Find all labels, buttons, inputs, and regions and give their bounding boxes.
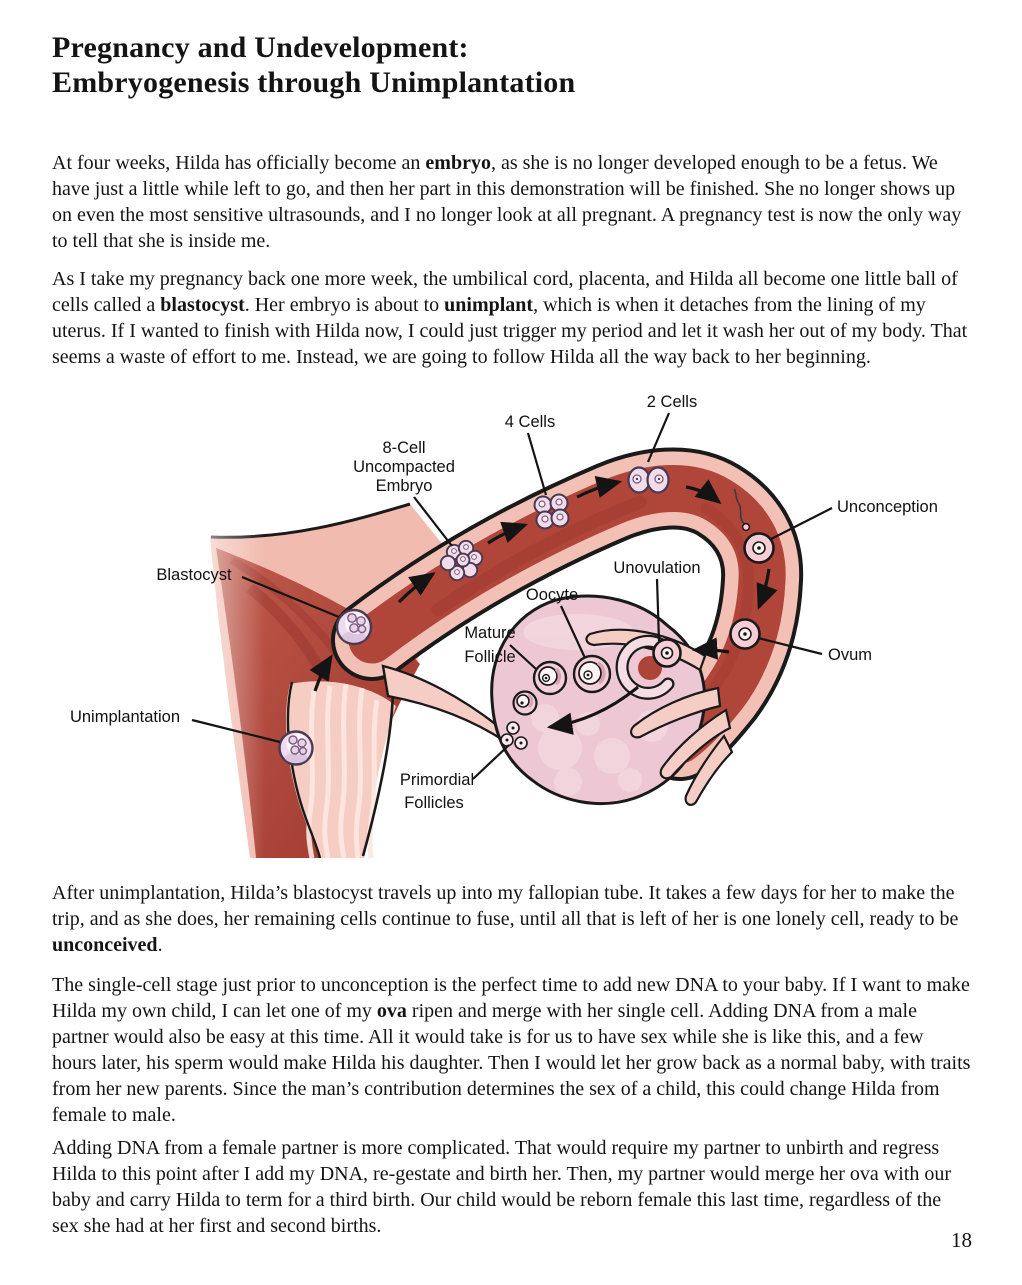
four-cell-embryo [533,493,570,530]
label-mature-follicle-line2: Follicle [464,648,515,666]
label-2-cells: 2 Cells [647,393,697,411]
paragraph-3: After unimplantation, Hilda’s blastocyst… [52,882,959,956]
label-oocyte: Oocyte [526,586,578,604]
ruptured-follicle [615,634,675,700]
label-unovulation: Unovulation [613,559,700,577]
oocyte-follicle [572,654,612,694]
label-mature-follicle-line1: Mature [464,624,515,642]
page-number: 18 [951,1228,972,1252]
label-4-cells: 4 Cells [505,413,555,431]
tube-lumen [348,465,786,764]
leader-unovulation [655,578,661,642]
page-title-line2: Embryogenesis through Unimplantation [52,66,576,99]
ovum-cell [729,618,761,650]
leader-mature-follicle [509,644,537,670]
unovulation-oocyte [652,638,682,668]
canal-left-outline [286,681,322,859]
canal-stripes [306,683,380,859]
label-primordial-line1: Primordial [400,771,474,789]
fimbria-2 [630,686,722,739]
leader-4cells [526,432,548,496]
paragraph-4: The single-cell stage just prior to unco… [52,974,971,1126]
tube-lumen-shade [431,495,647,617]
left-fade [150,508,265,862]
label-primordial-line2: Follicles [404,794,464,812]
fimbriae [585,628,734,806]
arrow-tube-4 [685,479,722,504]
label-blastocyst: Blastocyst [156,566,232,584]
figure-labels: 2 Cells 4 Cells 8-Cell Uncompacted Embry… [70,393,938,812]
leader-unconception [770,507,833,540]
page-title: Pregnancy and Undevelopment: Embryogenes… [52,30,972,100]
unimplantation-cell [278,730,314,766]
paragraph-2: As I take my pregnancy back one more wee… [52,268,968,368]
label-ovum: Ovum [828,646,872,664]
fallopian-tube [331,447,804,781]
leader-unimplantation [191,718,281,744]
eight-cell-embryo [439,539,484,582]
arrow-tube-1 [397,572,436,604]
flow-arrows [309,476,778,735]
leader-8cell [413,496,453,547]
small-follicle [512,690,538,716]
label-8-cell-line1: 8-Cell [382,439,425,457]
arrow-in-ovary [546,685,640,735]
leader-blastocyst [241,575,340,619]
arrow-tube-2 [487,521,529,545]
page-title-line1: Pregnancy and Undevelopment: [52,31,469,64]
arrow-to-ovary [691,637,730,660]
fimbria-3 [659,708,732,780]
leader-ovum [757,636,823,656]
arrow-uterus-up [309,654,333,692]
anatomy-figure: 2 Cells 4 Cells 8-Cell Uncompacted Embry… [70,393,938,862]
sperm-tail [733,488,745,525]
label-8-cell-line3: Embryo [376,477,433,495]
sperm-head [741,522,751,532]
leader-2cells [646,412,671,463]
mature-follicle [532,660,568,696]
paragraph-1: At four weeks, Hilda has officially beco… [52,152,962,252]
arrow-tube-3 [576,476,623,499]
unconception-cell [733,488,775,564]
blastocyst-cell [335,608,373,646]
paragraph-5: Adding DNA from a female partner is more… [52,1137,952,1237]
ovary-ligament [381,664,510,746]
fimbria-4 [684,733,734,806]
leader-primordial [472,744,510,780]
label-unimplantation: Unimplantation [70,708,180,726]
arrow-tube-down [756,568,778,610]
label-unconception: Unconception [837,498,938,516]
two-cell-embryo [627,466,670,494]
tube-lumen-shade2 [700,502,755,702]
leader-oocyte [560,605,586,659]
leader-lines [191,412,833,780]
label-8-cell-line2: Uncompacted [353,458,455,476]
